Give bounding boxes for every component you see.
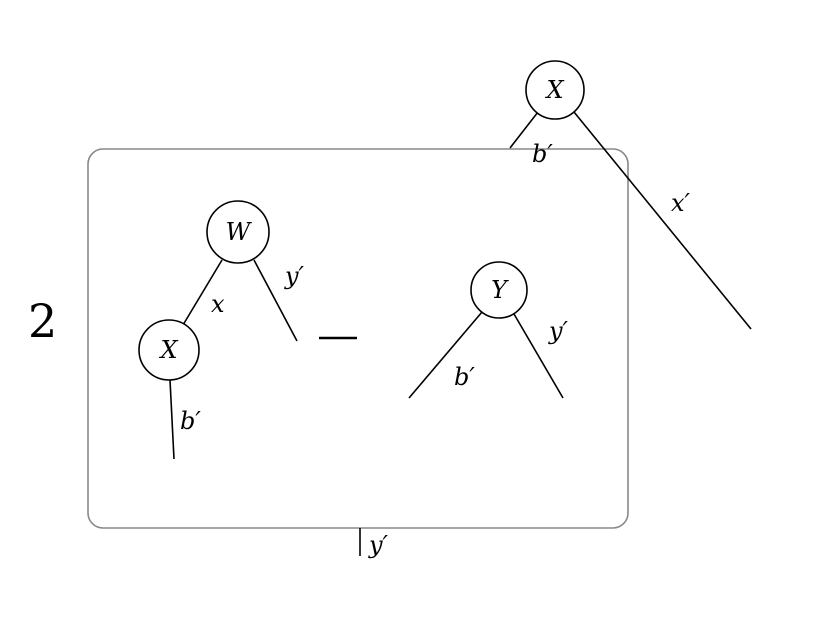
outer-root-node [525,60,585,120]
left-tree: W X x y′ b′ [138,200,305,460]
y-right-edge [513,313,564,399]
x-node-label: X [158,336,178,364]
outer-right-edge-label: x′ [671,189,691,217]
x-node [138,319,200,381]
w-node [206,200,270,264]
y-left-edge-label: b′ [454,363,475,391]
x-down-edge [169,379,175,460]
y-node [470,261,528,319]
coefficient: 2 [28,294,57,348]
outer-root-label: X [544,76,564,104]
right-tree: Y b′ y′ [408,261,569,399]
x-down-edge-label: b′ [180,407,201,435]
w-x-edge-label: x [211,290,225,318]
outer-left-edge-label: b′ [532,140,553,168]
w-right-edge-label: y′ [284,262,305,290]
w-node-label: W [226,218,253,246]
w-x-edge [182,259,223,326]
y-left-edge [408,311,483,399]
outer-bottom-edge-label: y′ [368,531,389,559]
outer-right-edge [573,111,752,330]
outer-tree: X b′ x′ y′ [359,60,752,559]
y-node-label: Y [491,276,509,304]
w-right-edge [253,259,298,342]
outer-left-edge [509,111,539,149]
grouping-box [87,148,629,529]
y-right-edge-label: y′ [548,317,569,345]
